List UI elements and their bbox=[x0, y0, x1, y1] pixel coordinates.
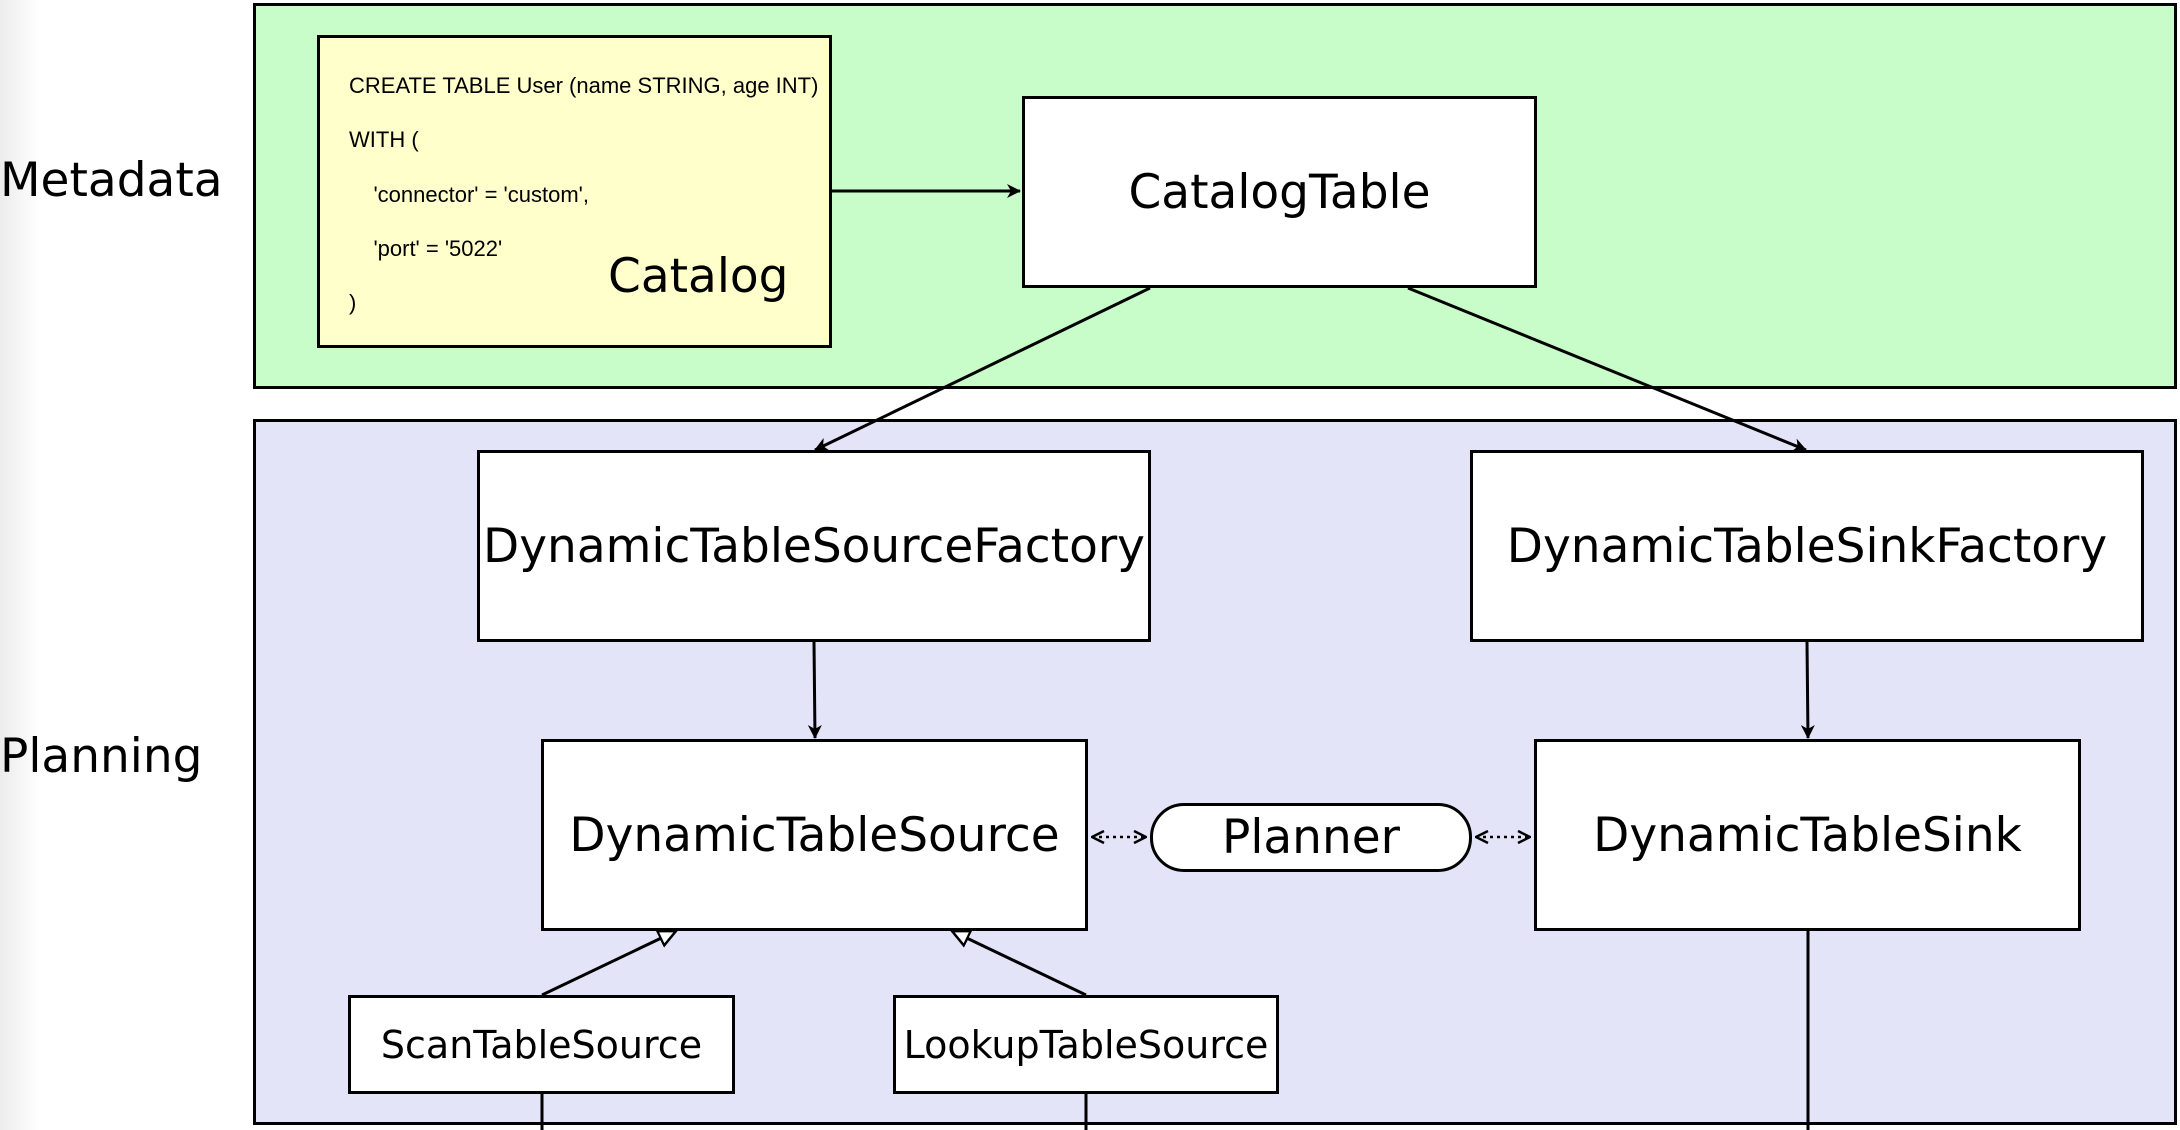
catalog-note: CREATE TABLE User (name STRING, age INT)… bbox=[317, 35, 832, 348]
layer-label-planning: Planning bbox=[0, 729, 203, 784]
sink-box: DynamicTableSink bbox=[1534, 739, 2081, 931]
catalogtable-to-sink-factory-arrow bbox=[1407, 286, 1807, 452]
catalogtable-to-source-factory-arrow bbox=[814, 286, 1151, 452]
sink-factory-to-sink-arrow bbox=[1800, 641, 1815, 739]
sink-factory-box: DynamicTableSinkFactory bbox=[1470, 450, 2144, 642]
left-edge-shading bbox=[0, 0, 40, 1130]
scan-source-box: ScanTableSource bbox=[348, 995, 735, 1094]
lookup-source-box: LookupTableSource bbox=[893, 995, 1279, 1094]
source-factory-to-source-arrow bbox=[807, 641, 822, 739]
sql-line: CREATE TABLE User (name STRING, age INT) bbox=[349, 73, 819, 98]
sql-line: 'connector' = 'custom', bbox=[349, 182, 589, 207]
catalog-title: Catalog bbox=[608, 249, 789, 304]
planner-node: Planner bbox=[1150, 803, 1472, 872]
lookup-extends-source-arrow bbox=[952, 929, 1087, 997]
source-box: DynamicTableSource bbox=[541, 739, 1088, 931]
sql-line: 'port' = '5022' bbox=[349, 236, 503, 261]
sql-line: WITH ( bbox=[349, 127, 419, 152]
scan-extends-source-arrow bbox=[541, 929, 676, 997]
layer-label-metadata: Metadata bbox=[0, 153, 223, 208]
sql-line: ) bbox=[349, 290, 357, 315]
source-factory-box: DynamicTableSourceFactory bbox=[477, 450, 1151, 642]
catalog-table-box: CatalogTable bbox=[1022, 96, 1537, 288]
